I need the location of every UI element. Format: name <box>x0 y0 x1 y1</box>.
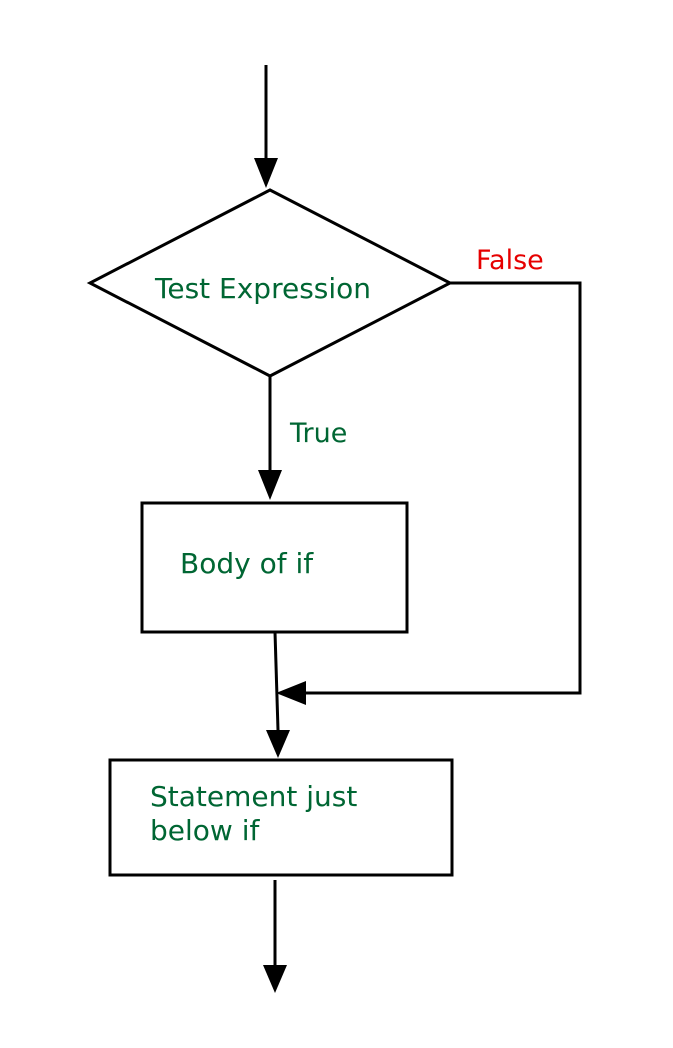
next-label-line2: below if <box>150 814 260 847</box>
body-label: Body of if <box>180 547 314 580</box>
entry-arrow <box>254 65 278 188</box>
decision-label: Test Expression <box>154 272 371 305</box>
true-edge: True <box>258 376 347 500</box>
false-label: False <box>476 245 544 276</box>
exit-arrow <box>263 880 287 993</box>
body-to-next-arrow <box>266 631 290 758</box>
next-statement-node: Statement just below if <box>108 758 454 877</box>
true-label: True <box>289 418 347 449</box>
next-label-line1: Statement just <box>150 780 357 813</box>
body-node: Body of if <box>140 501 409 634</box>
false-edge: False <box>276 245 582 705</box>
decision-node: Test Expression <box>86 188 454 378</box>
